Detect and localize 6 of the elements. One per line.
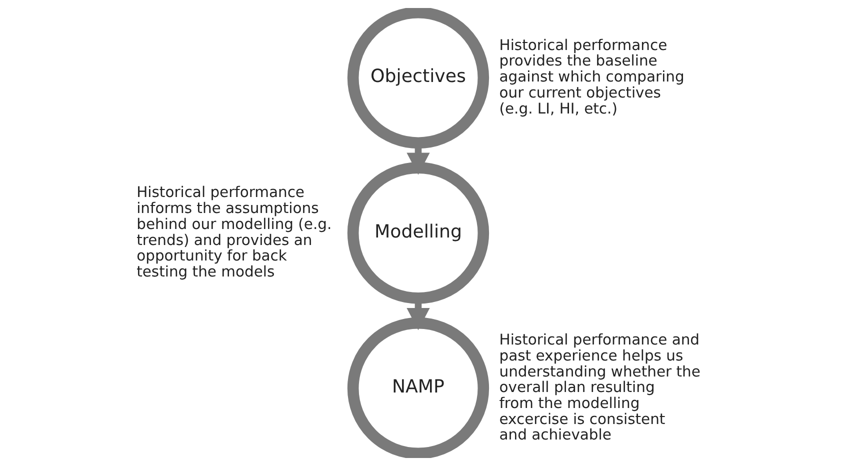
node-circle: Objectives [347, 8, 490, 149]
node-circle: Modelling [347, 162, 490, 304]
node-circle: NAMP [347, 317, 490, 458]
node-label: Historical performance and past experience helps us understanding whether the overall plan resulting from the modelling excercise is consistent and achievable [499, 332, 700, 444]
node-label: Historical performance informs the assumptions behind our modelling (e.g. trends) and provides an opportunity for back testing the models [136, 184, 332, 281]
node-label: Historical performance provides the baseline against which comparing our current objectives (e.g. LI, HI, etc.) [499, 36, 684, 118]
